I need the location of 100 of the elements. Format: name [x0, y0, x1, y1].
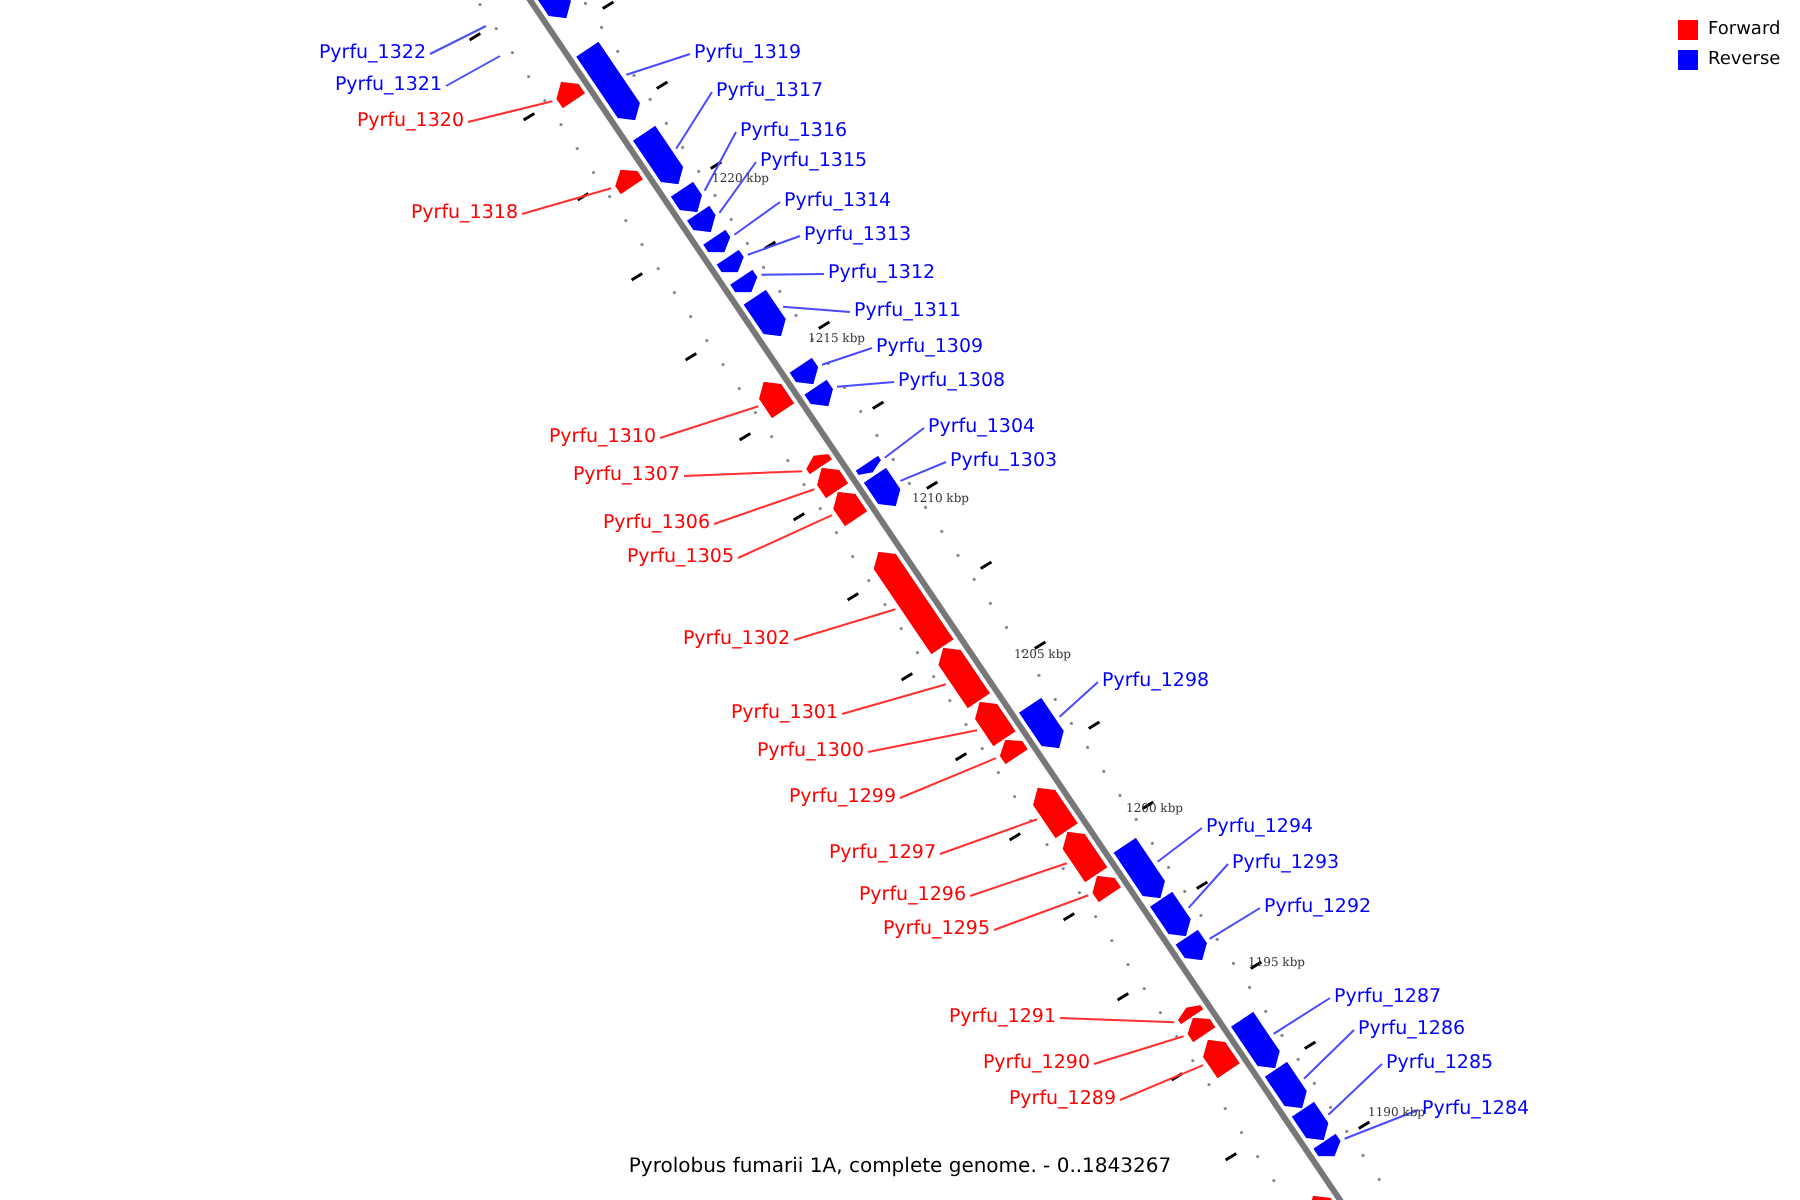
- gene-bar: [1176, 1003, 1205, 1026]
- gene-bar: [1229, 1010, 1282, 1070]
- gene-bar: [973, 700, 1018, 748]
- leader-line: [467, 100, 554, 123]
- gene-bar: [1201, 1038, 1242, 1080]
- leader-line: [445, 55, 501, 87]
- gene-label: Pyrfu_1295: [882, 918, 990, 942]
- leader-line: [939, 818, 1039, 855]
- leader-line: [1093, 1035, 1185, 1065]
- legend-label: Reverse: [1708, 48, 1781, 72]
- gene-bar: [555, 80, 587, 110]
- gene-label: Pyrfu_1317: [716, 80, 824, 104]
- gene-bar: [631, 124, 685, 186]
- leader-line: [1187, 863, 1229, 909]
- gene-label: Pyrfu_1305: [626, 546, 734, 570]
- gene-label: Pyrfu_1311: [854, 300, 962, 324]
- leader-line: [675, 91, 713, 150]
- leader-line: [821, 347, 873, 366]
- gene-label: Pyrfu_1293: [1232, 852, 1340, 876]
- gene-label: Pyrfu_1306: [602, 512, 710, 536]
- gene-label: Pyrfu_1285: [1386, 1052, 1494, 1076]
- gene-label: Pyrfu_1289: [1008, 1088, 1116, 1112]
- gene-label: Pyrfu_1286: [1358, 1018, 1466, 1042]
- leader-line: [1303, 1029, 1355, 1080]
- leader-line: [1272, 997, 1331, 1035]
- gene-label: Pyrfu_1304: [928, 416, 1036, 440]
- gene-bar: [728, 268, 759, 294]
- leader-line: [1208, 907, 1261, 940]
- leader-line: [836, 381, 895, 388]
- gene-label: Pyrfu_1316: [740, 120, 848, 144]
- gene-bar: [1290, 1100, 1330, 1142]
- gene-bar: [1091, 874, 1123, 904]
- gene-label: Pyrfu_1291: [948, 1006, 1056, 1030]
- gene-label: Pyrfu_1321: [334, 74, 442, 98]
- gene-label: Pyrfu_1320: [356, 110, 464, 134]
- leader-line: [521, 187, 613, 215]
- gene-label: Pyrfu_1313: [804, 224, 912, 248]
- leader-line: [429, 25, 487, 55]
- gene-label: Pyrfu_1301: [730, 702, 838, 726]
- legend-label: Forward: [1708, 18, 1781, 42]
- leader-line: [1343, 1109, 1419, 1140]
- gene-label: Pyrfu_1300: [756, 740, 864, 764]
- gene-bar: [804, 452, 834, 476]
- leader-line: [793, 608, 897, 641]
- gene-label: Pyrfu_1299: [788, 786, 896, 810]
- gene-bar: [998, 738, 1030, 766]
- gene-bar: [937, 646, 992, 710]
- leader-line: [867, 729, 978, 753]
- gene-label: Pyrfu_1296: [858, 884, 966, 908]
- leader-line: [625, 53, 691, 76]
- gene-label: Pyrfu_1310: [548, 426, 656, 450]
- leader-line: [841, 683, 947, 715]
- gene-bar: [613, 168, 645, 196]
- gene-bar: [741, 288, 788, 338]
- gene-label: Pyrfu_1307: [572, 464, 680, 488]
- leader-line: [1156, 827, 1203, 863]
- leader-line: [782, 305, 851, 313]
- leader-line: [718, 161, 757, 214]
- gene-bar: [815, 466, 850, 500]
- gene-bar: [701, 228, 732, 254]
- leader-line: [969, 862, 1068, 897]
- gene-label: Pyrfu_1308: [898, 370, 1006, 394]
- gene-bar: [757, 380, 796, 420]
- gene-label: Pyrfu_1318: [410, 202, 518, 226]
- gene-label: Pyrfu_1309: [876, 336, 984, 360]
- leader-line: [883, 427, 925, 459]
- gene-label: Pyrfu_1290: [982, 1052, 1090, 1076]
- leader-line: [899, 461, 947, 482]
- leader-line: [1058, 681, 1099, 718]
- leader-line: [733, 201, 781, 236]
- gene-label: Pyrfu_1292: [1264, 896, 1372, 920]
- gene-bar: [854, 454, 883, 477]
- gene-bar: [574, 40, 642, 122]
- gene-bar: [1061, 830, 1110, 884]
- gene-label: Pyrfu_1322: [318, 42, 426, 66]
- gene-bar: [1017, 696, 1066, 750]
- gene-label: Pyrfu_1312: [828, 262, 936, 286]
- gene-bar: [1311, 1132, 1342, 1158]
- gene-bar: [1186, 1016, 1218, 1044]
- leader-line: [899, 757, 997, 799]
- gene-label: Pyrfu_1297: [828, 842, 936, 866]
- gene-bar: [1111, 836, 1167, 900]
- leader-line: [713, 488, 816, 525]
- gene-bar: [714, 248, 746, 274]
- leader-line: [746, 235, 801, 256]
- gene-bar: [1031, 786, 1080, 840]
- gene-label: Pyrfu_1284: [1422, 1098, 1530, 1122]
- gene-bar: [831, 490, 869, 528]
- leader-line: [737, 514, 833, 559]
- gene-bar: [802, 378, 835, 408]
- gene-bar: [685, 204, 717, 234]
- gene-bar: [787, 356, 820, 386]
- gene-bar: [1148, 890, 1193, 938]
- leader-line: [659, 405, 760, 439]
- gene-bar: [872, 550, 956, 656]
- gene-bar: [669, 180, 704, 214]
- gene-label: Pyrfu_1294: [1206, 816, 1314, 840]
- gene-bar: [1263, 1060, 1309, 1110]
- leader-line: [1059, 1017, 1176, 1024]
- gene-label: Pyrfu_1298: [1102, 670, 1210, 694]
